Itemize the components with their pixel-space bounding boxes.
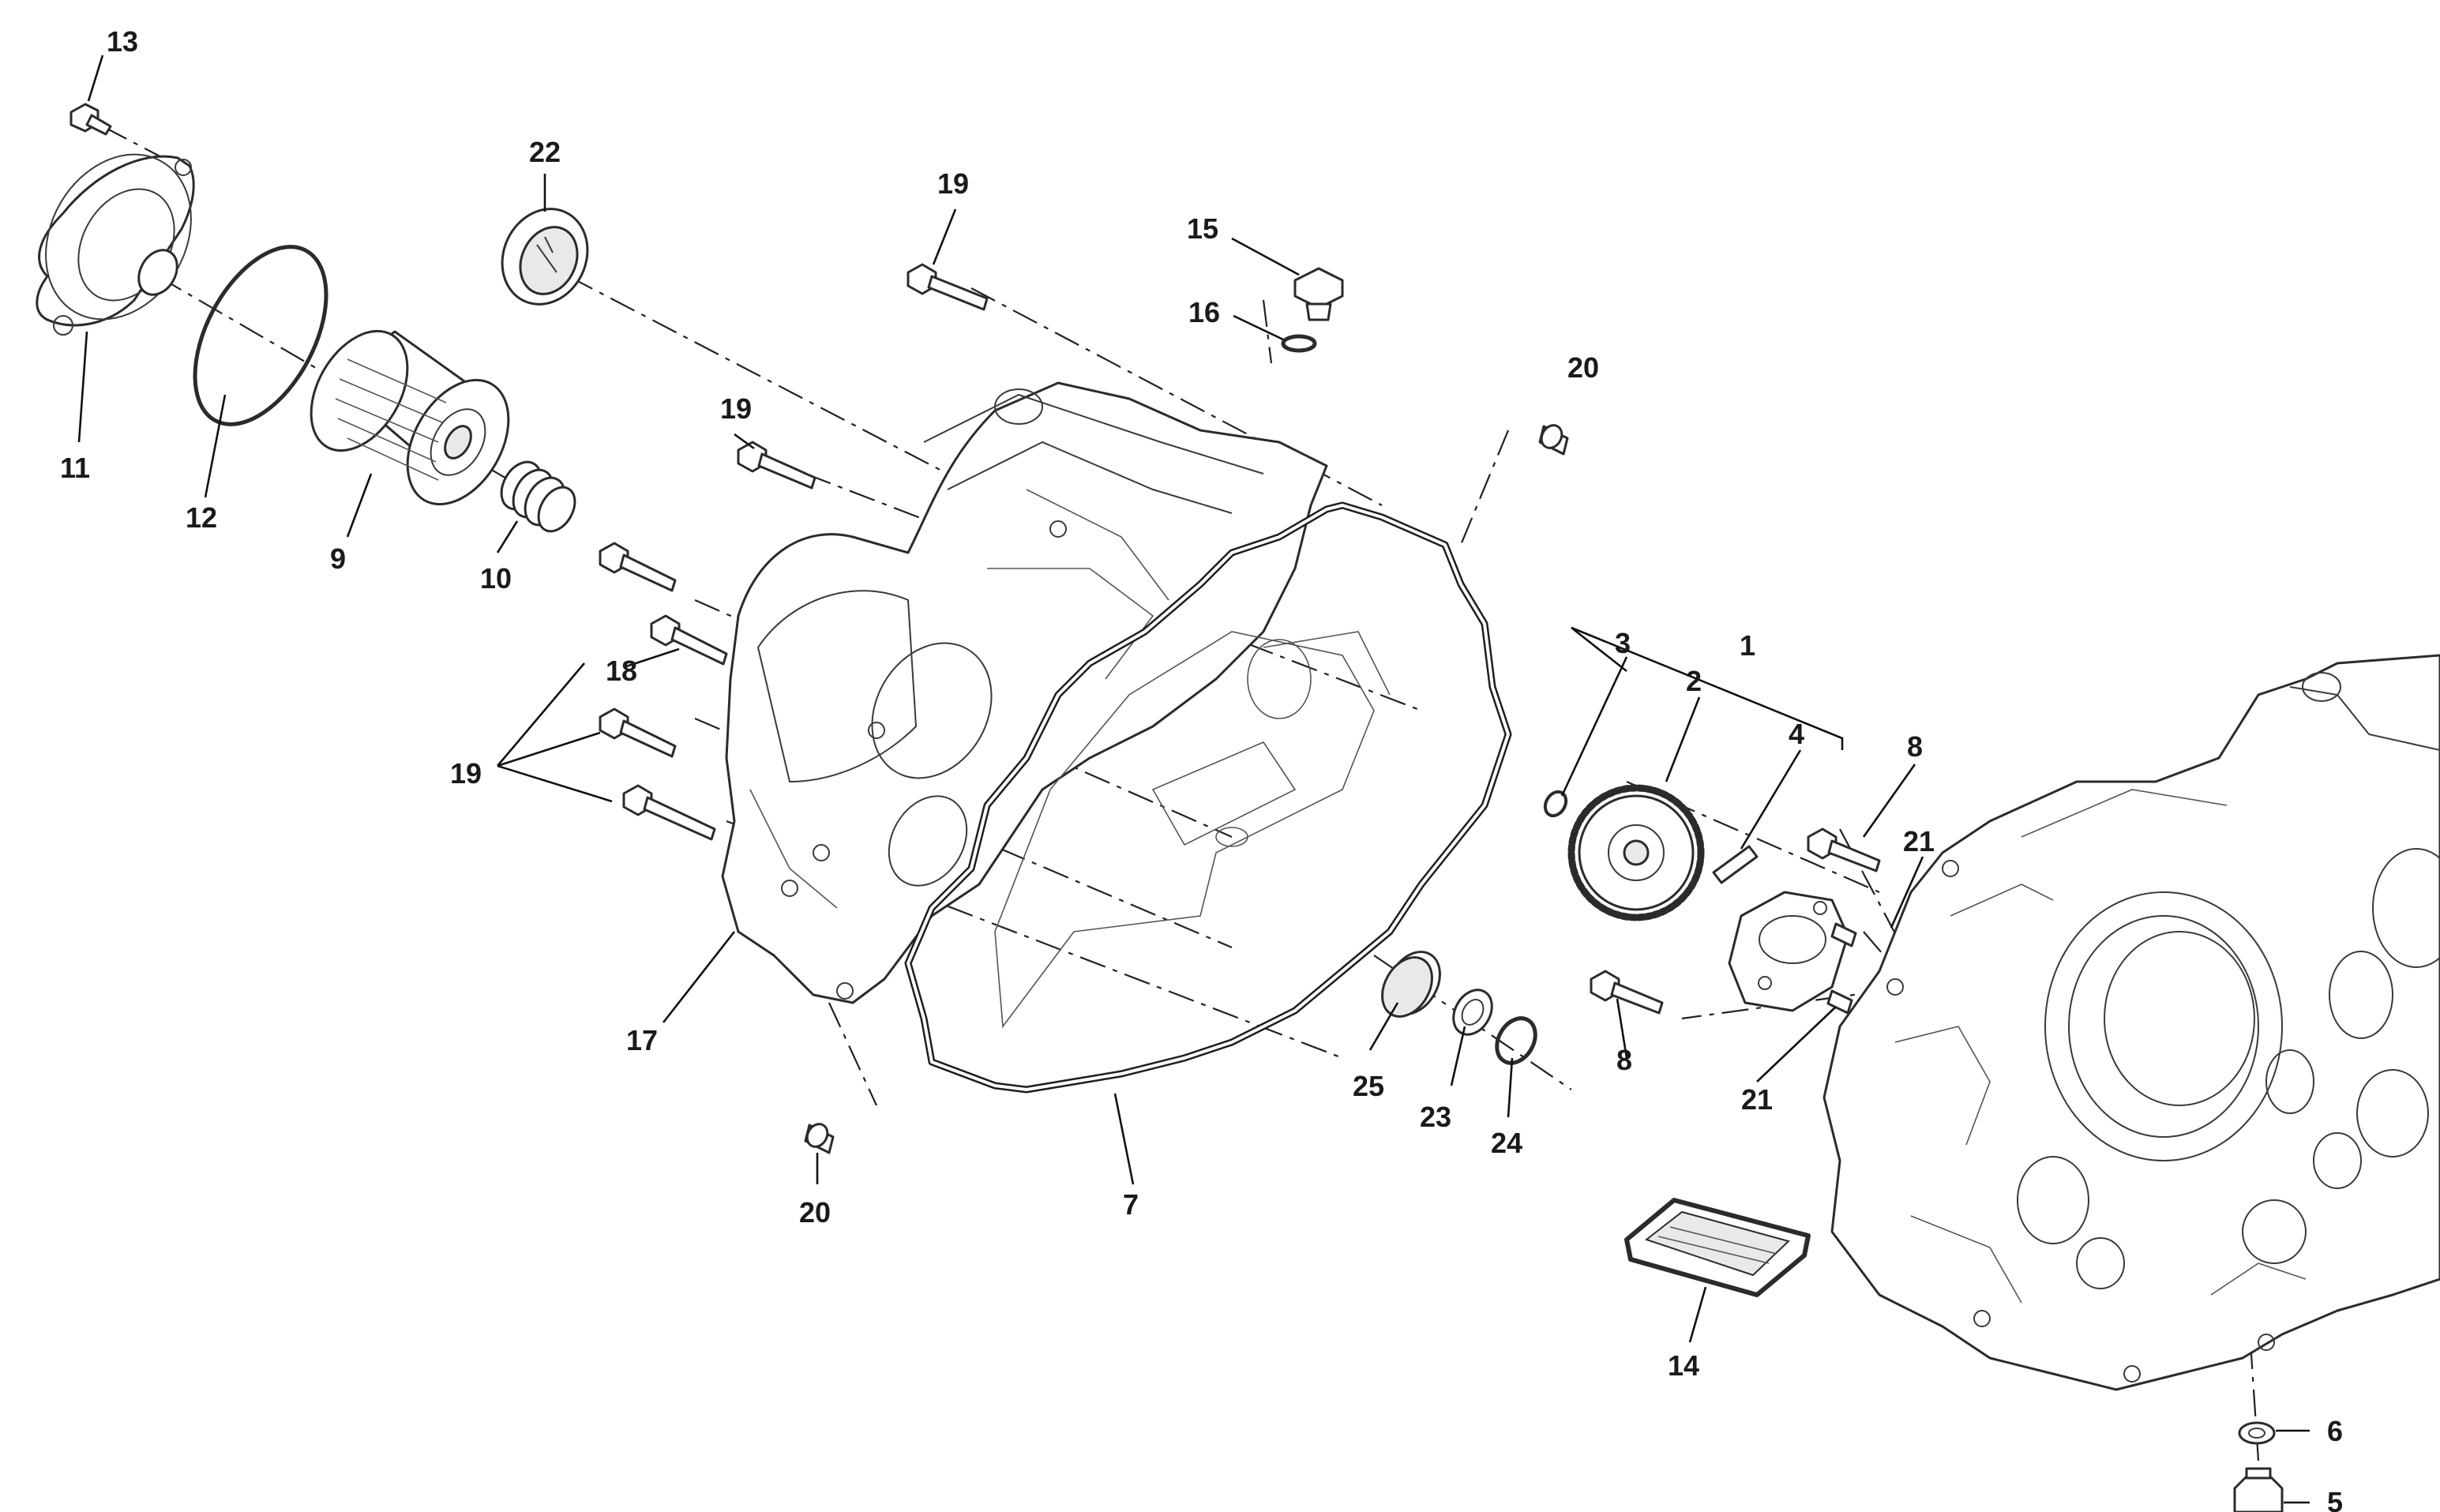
callout-23: 23 [1420, 1101, 1451, 1133]
part-11-filter-cover [36, 153, 195, 336]
part-23-washer [1452, 989, 1493, 1036]
part-24-circlip [1495, 1016, 1537, 1065]
callout-10: 10 [480, 562, 512, 595]
part-8-bolt-lower [1590, 970, 1664, 1015]
callout-19-top: 19 [937, 167, 969, 200]
callout-20-bottom: 20 [799, 1196, 831, 1229]
part-7-gasket [904, 501, 1512, 1094]
bolt-19-left-1 [599, 542, 677, 592]
part-5-drain-plug [2233, 1467, 2284, 1512]
part-21-dowel-upper [1830, 922, 1857, 947]
callout-19-group: 19 [450, 757, 482, 790]
callout-2: 2 [1686, 665, 1702, 697]
callout-25: 25 [1353, 1070, 1384, 1102]
callout-8-lower: 8 [1616, 1044, 1632, 1076]
part-4-pin [1712, 845, 1759, 884]
oil-pump-group [1543, 784, 1881, 1015]
callout-7: 7 [1123, 1188, 1139, 1221]
callout-14: 14 [1668, 1349, 1699, 1382]
callout-17: 17 [626, 1024, 658, 1056]
callout-24: 24 [1491, 1127, 1522, 1159]
part-21-dowel-lower [1826, 989, 1853, 1015]
callout-15: 15 [1187, 212, 1218, 245]
part-8-bolt-upper [1807, 827, 1881, 872]
part-12-o-ring [193, 245, 328, 426]
callout-8-upper: 8 [1907, 730, 1923, 763]
part-20-dowel-top [1538, 424, 1569, 456]
part-22-plug [501, 208, 589, 306]
callout-6: 6 [2327, 1415, 2343, 1447]
callout-5: 5 [2327, 1486, 2343, 1512]
callout-21-lower: 21 [1741, 1083, 1773, 1116]
callout-1: 1 [1740, 629, 1755, 662]
part-13-bolt [69, 103, 112, 136]
part-2-gear [1567, 784, 1705, 921]
part-16-seal-ring [1281, 334, 1317, 353]
part-10-spring [500, 460, 576, 533]
callout-18: 18 [606, 655, 637, 687]
part-14-strainer [1624, 1198, 1811, 1297]
callout-13: 13 [107, 25, 138, 58]
bolt-19-top [907, 263, 989, 311]
part-6-washer [2238, 1421, 2276, 1445]
part-9-oil-filter [310, 329, 510, 506]
leader-lines [77, 54, 2310, 1504]
part-15-filler-plug [1293, 267, 1344, 321]
callout-16: 16 [1188, 296, 1220, 328]
callout-20-top: 20 [1567, 351, 1599, 384]
callout-labels: 13 11 12 9 10 22 19 15 16 20 19 18 19 17… [60, 25, 2343, 1512]
bolts-19-and-18 [599, 263, 989, 841]
bolt-18 [650, 614, 728, 666]
bolt-19-mid [737, 441, 816, 490]
callout-12: 12 [186, 501, 217, 534]
callout-21-upper: 21 [1903, 825, 1935, 857]
callout-3: 3 [1615, 627, 1631, 659]
part-25-seal [1381, 951, 1441, 1018]
callout-4: 4 [1789, 718, 1804, 750]
bolt-19-left-3 [622, 784, 716, 841]
callout-19-mid: 19 [720, 392, 752, 425]
bolt-19-left-2 [599, 707, 677, 758]
part-3-circlip [1543, 790, 1568, 818]
callout-22: 22 [529, 136, 561, 168]
callout-11: 11 [60, 452, 90, 484]
part-1-pump-body [1728, 891, 1849, 1012]
crankcase-half [1822, 654, 2440, 1391]
part-20-dowel-bottom [804, 1123, 835, 1154]
callout-9: 9 [330, 542, 346, 575]
